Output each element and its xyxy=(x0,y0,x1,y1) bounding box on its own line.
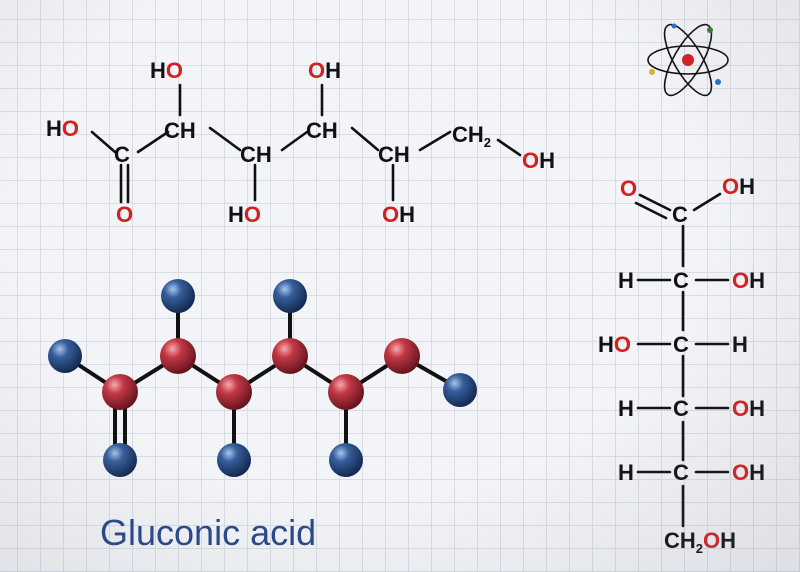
ball-and-stick-model xyxy=(48,279,477,477)
atom-ball-c xyxy=(216,374,252,410)
atom-ball-c xyxy=(160,338,196,374)
fischer-row1-right: OH xyxy=(732,268,765,293)
label-ch-c: CH xyxy=(306,118,338,143)
atom-ball-o xyxy=(161,279,195,313)
atom-ball-o xyxy=(443,373,477,407)
fischer-row4-right: OH xyxy=(732,460,765,485)
fischer-row3-c: C xyxy=(673,396,689,421)
atom-ball-o xyxy=(48,339,82,373)
label-ch2: CH2 xyxy=(452,122,491,150)
atom-ball-o xyxy=(273,279,307,313)
atom-ball-o xyxy=(103,443,137,477)
atom-ball-c xyxy=(102,374,138,410)
fischer-row4-left: H xyxy=(618,460,634,485)
atom-ball-c xyxy=(384,338,420,374)
fischer-bottom: CH2OH xyxy=(664,528,736,556)
fischer-row2-c: C xyxy=(673,332,689,357)
atom-ball-c xyxy=(272,338,308,374)
label-oh-end: OH xyxy=(522,148,555,173)
fischer-top-oh: OH xyxy=(722,174,755,199)
label-ho-carboxyl: HO xyxy=(46,116,79,141)
fischer-row3-left: H xyxy=(618,396,634,421)
label-ho-top-1: HO xyxy=(150,58,183,83)
label-oh-bottom-4: OH xyxy=(382,202,415,227)
fischer-row2-right: H xyxy=(732,332,748,357)
label-ch-a: CH xyxy=(164,118,196,143)
label-ch-d: CH xyxy=(378,142,410,167)
label-ch-b: CH xyxy=(240,142,272,167)
atom-ball-o xyxy=(217,443,251,477)
skeletal-formula: HO OH HO CH CH CH CH CH2 OH C O HO OH xyxy=(46,58,555,227)
fischer-top-c: C xyxy=(672,202,688,227)
atom-ball-c xyxy=(328,374,364,410)
fischer-row1-left: H xyxy=(618,268,634,293)
fischer-projection: O C OH H C OH HO C H H xyxy=(598,174,765,556)
atom-icon xyxy=(647,23,729,97)
fischer-row3-right: OH xyxy=(732,396,765,421)
fischer-row4-c: C xyxy=(673,460,689,485)
compound-title: Gluconic acid xyxy=(100,512,317,553)
label-o1: O xyxy=(116,202,133,227)
atom-ball-o xyxy=(329,443,363,477)
label-c1: C xyxy=(114,142,130,167)
label-ho-bottom-3: HO xyxy=(228,202,261,227)
label-oh-top-2: OH xyxy=(308,58,341,83)
fischer-row1-c: C xyxy=(673,268,689,293)
fischer-top-o: O xyxy=(620,176,637,201)
fischer-row2-left: HO xyxy=(598,332,631,357)
